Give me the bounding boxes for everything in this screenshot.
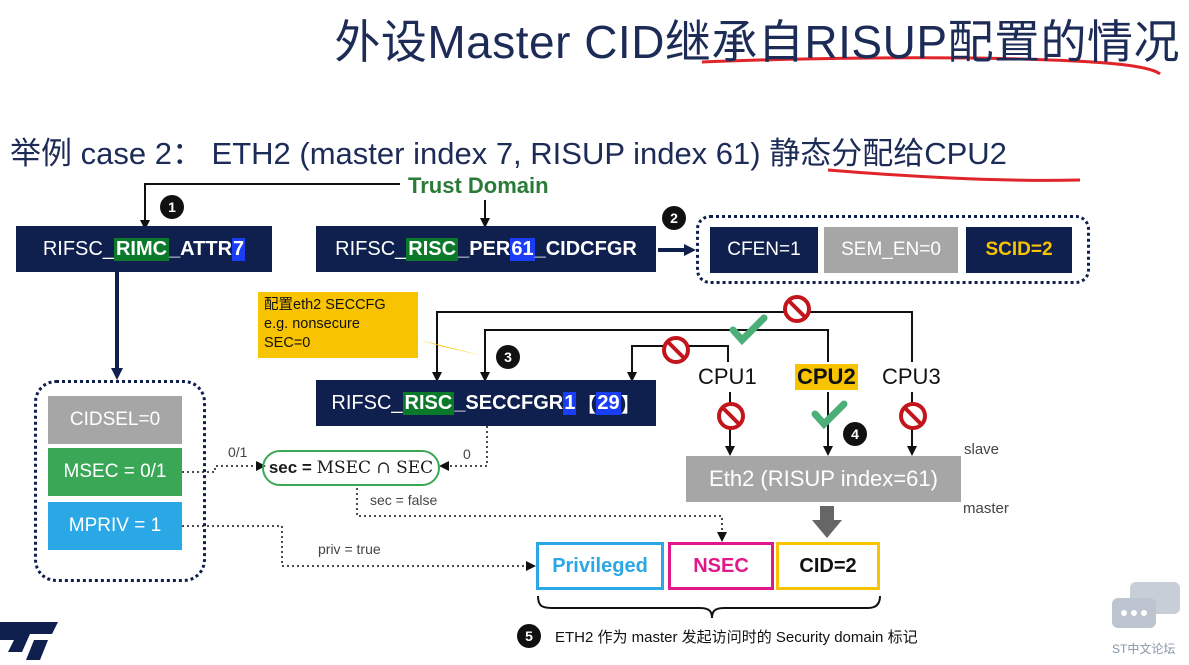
reg-suffix: _CIDCFGR [534,237,637,260]
trust-domain-label: Trust Domain [408,173,549,198]
subtitle-underline [827,168,1081,182]
reg-prefix: RIFSC_ [42,237,114,260]
st-logo [0,622,58,660]
bracket-open: 【 [576,394,597,417]
bracket-close: 】 [620,394,641,417]
forbidden-icon [717,402,745,430]
sec-expression: MSEC ∩ SEC [316,458,434,478]
label-zero: 0 [463,446,471,462]
sec-to-nsec-line [356,488,727,542]
reg-seccfgr: _SECCFGR [454,391,564,414]
step-badge-5: 5 [517,624,541,648]
cpu2-to-seccfgr-line [480,329,829,382]
reg-index: 1 [563,391,577,415]
note-line: SEC=0 [264,335,311,351]
reg-bit: 29 [596,391,621,415]
msec-to-sec-line [182,461,266,473]
mpriv-field: MPRIV = 1 [48,502,182,550]
step-badge-1: 1 [160,195,184,219]
sec-formula: sec = MSEC ∩ SEC [262,450,440,486]
step-badge-4: 4 [843,422,867,446]
privileged-tag: Privileged [536,542,664,590]
reg-risc: RISC [406,237,459,261]
label-priv-true: priv = true [318,541,381,557]
cidsel-field: CIDSEL=0 [48,396,182,444]
msec-field: MSEC = 0/1 [48,448,182,496]
forbidden-icon [899,402,927,430]
seccfgr-to-sec-line [439,426,488,471]
watermark-text: ST中文论坛 [1112,642,1176,656]
master-attr-group [34,380,206,582]
forbidden-icon [662,336,690,364]
label-master: master [963,500,1009,517]
footer-caption: ETH2 作为 master 发起访问时的 Security domain 标记 [555,629,918,646]
sec-prefix: sec = [268,458,317,477]
reg-risc: RISC [402,391,455,415]
step-badge-3: 3 [496,345,520,369]
reg-attr: _ATTR [169,237,233,260]
scid-field: SCID=2 [966,227,1072,273]
sem-en-field: SEM_EN=0 [824,227,958,273]
checkmark-icon [811,400,848,430]
note-line: 配置eth2 SECCFG [264,297,386,313]
page-title: 外设Master CID继承自RISUP配置的情况 [334,16,1180,68]
nsec-tag: NSEC [668,542,774,590]
reg-per: _PER [458,237,511,260]
eth2-peripheral: Eth2 (RISUP index=61) [686,456,961,502]
step-badge-2: 2 [662,206,686,230]
label-sec-false: sec = false [370,492,438,508]
label-slave: slave [964,441,1000,458]
checkmark-icon [729,314,768,346]
note-pointer [420,340,484,356]
tags-bracket [537,595,881,619]
seccfg-note: 配置eth2 SECCFG e.g. nonsecure SEC=0 [258,292,418,358]
mpriv-to-privileged-line [182,525,536,571]
reg-rimc: RIMC [113,237,170,261]
reg-prefix: RIFSC_ [335,237,407,260]
cpu3-label: CPU3 [882,364,941,389]
cfen-field: CFEN=1 [710,227,818,273]
cpu1-label: CPU1 [698,364,757,389]
label-zero-one: 0/1 [228,444,248,460]
subtitle: 举例 case 2： ETH2 (master index 7, RISUP i… [10,136,1007,171]
note-line: e.g. nonsecure [264,316,360,332]
cidcfg-group [696,215,1090,284]
reg-prefix: RIFSC_ [331,391,403,414]
reg-index: 61 [510,237,535,261]
down-arrow-icon [820,506,834,522]
cid-tag: CID=2 [776,542,880,590]
title-underline [701,56,1161,76]
speech-bubbles-icon [1112,582,1180,628]
cpu2-label: CPU2 [795,364,858,390]
forbidden-icon [783,295,811,323]
reg-index: 7 [232,237,246,261]
trust-to-rimc-line [140,183,400,230]
